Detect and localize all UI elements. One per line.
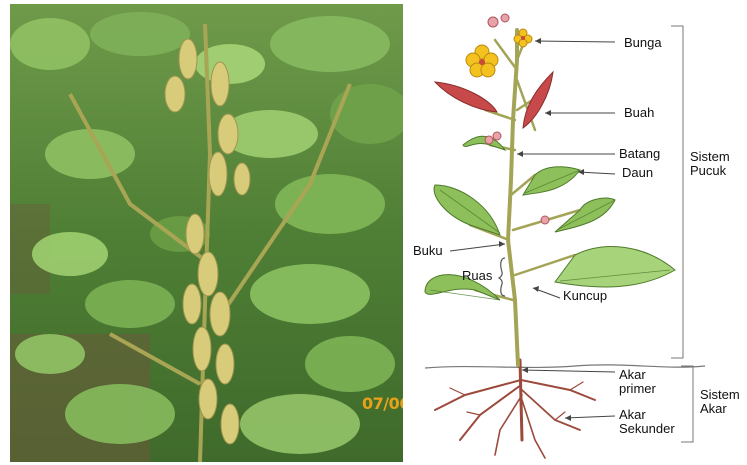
leaf-right-large xyxy=(555,247,675,287)
root-system xyxy=(435,360,595,458)
plant-diagram xyxy=(405,0,747,465)
flower-large xyxy=(466,45,498,77)
label-daun: Daun xyxy=(622,166,653,180)
label-kuncup: Kuncup xyxy=(563,289,607,303)
soybean-photo-art xyxy=(10,4,403,462)
label-buah: Buah xyxy=(624,106,654,120)
akar-bracket xyxy=(681,366,693,442)
label-buku: Buku xyxy=(413,244,443,258)
label-akar-primer-line1: Akar xyxy=(619,368,656,382)
leaf-right-upper xyxy=(523,167,580,195)
soybean-photo: 07/06 xyxy=(10,4,403,462)
label-akar-primer: Akar primer xyxy=(619,368,656,396)
label-sistem-akar-line2: Akar xyxy=(700,402,740,416)
label-batang: Batang xyxy=(619,147,660,161)
label-akar-sekunder-line1: Akar xyxy=(619,408,675,422)
label-bunga: Bunga xyxy=(624,36,662,50)
pucuk-bracket xyxy=(671,26,683,358)
label-sistem-pucuk: Sistem Pucuk xyxy=(690,150,730,178)
label-sistem-akar: Sistem Akar xyxy=(700,388,740,416)
label-ruas: Ruas xyxy=(462,269,492,283)
label-sistem-akar-line1: Sistem xyxy=(700,388,740,402)
label-akar-primer-line2: primer xyxy=(619,382,656,396)
fruit-right xyxy=(523,72,553,128)
label-sistem-pucuk-line1: Sistem xyxy=(690,150,730,164)
fruits xyxy=(435,72,553,128)
fruit-left xyxy=(435,82,497,112)
date-stamp: 07/06 xyxy=(362,394,403,413)
label-akar-sekunder-line2: Sekunder xyxy=(619,422,675,436)
label-akar-sekunder: Akar Sekunder xyxy=(619,408,675,436)
ruas-brace xyxy=(499,258,505,296)
ground-line xyxy=(425,365,705,368)
label-sistem-pucuk-line2: Pucuk xyxy=(690,164,730,178)
